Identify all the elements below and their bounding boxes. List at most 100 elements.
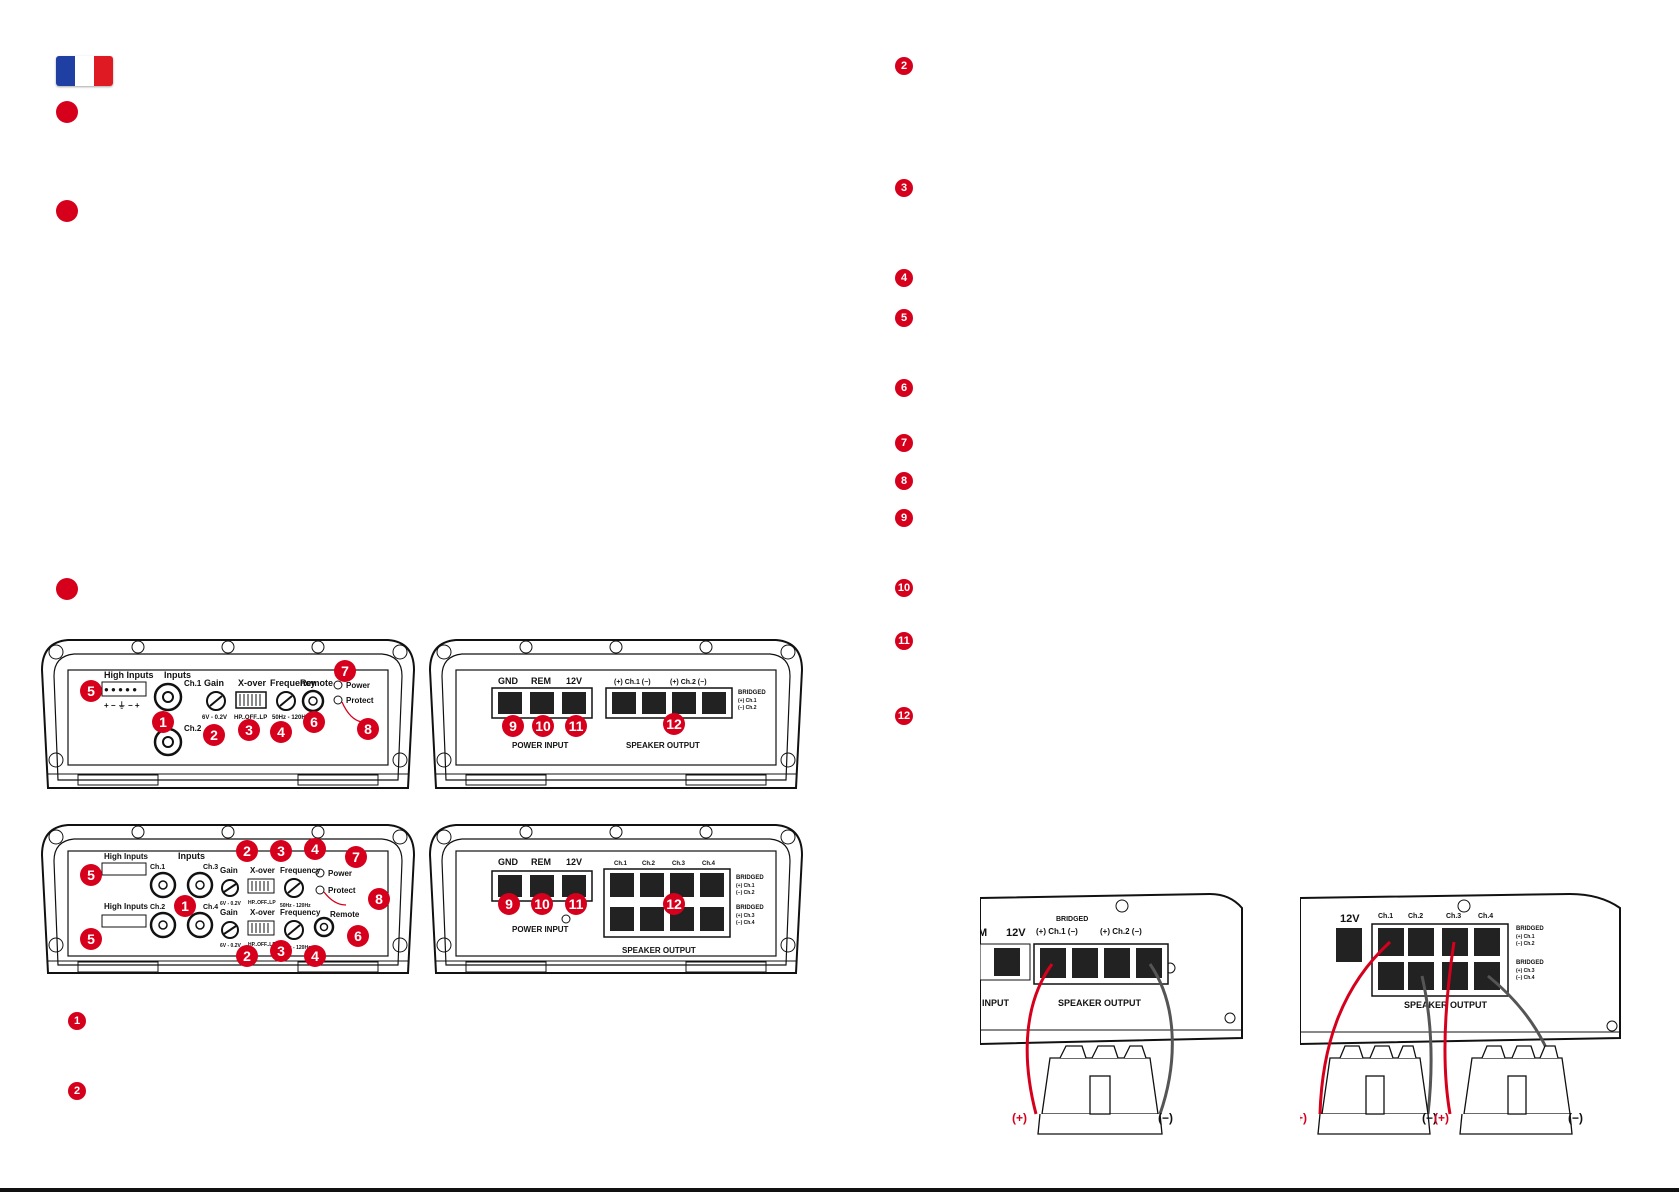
callout-4: 4 xyxy=(304,945,326,967)
svg-text:(−) Ch.4: (−) Ch.4 xyxy=(736,920,755,926)
svg-text:(−): (−) xyxy=(1158,1111,1173,1125)
callout-12: 12 xyxy=(663,893,685,915)
svg-text:GND: GND xyxy=(498,857,519,867)
amp2-ch1-label: Ch.1 xyxy=(184,679,202,688)
callout-6: 6 xyxy=(303,711,325,733)
callout-7: 7 xyxy=(345,846,367,868)
callout-12: 12 xyxy=(663,713,685,735)
callout-2: 2 xyxy=(203,724,225,746)
amp2p-ch2-label: (+) Ch.2 (−) xyxy=(670,679,707,686)
wiring-diagram-2ch-bridged: M 12V INPUT BRIDGED (+) Ch.1 (−) (+) Ch.… xyxy=(980,892,1243,1135)
svg-text:Power: Power xyxy=(328,869,352,878)
svg-text:(+) Ch.2 (−): (+) Ch.2 (−) xyxy=(1100,927,1142,936)
wiring-diagram-4ch-bridged: 12V Ch.1 Ch.2 Ch.3 Ch.4 BRIDGED (+) Ch.1… xyxy=(1300,892,1621,1135)
amp2p-12v-label: 12V xyxy=(566,676,582,686)
amp2p-rem-label: REM xyxy=(531,676,551,686)
svg-text:BRIDGED: BRIDGED xyxy=(1516,926,1544,932)
section-bullet-3 xyxy=(56,578,78,600)
callout-4: 4 xyxy=(304,838,326,860)
amp2-power-label: Power xyxy=(346,681,370,690)
callout-10: 10 xyxy=(531,893,553,915)
svg-text:Ch.3: Ch.3 xyxy=(203,864,218,871)
svg-text:High Inputs: High Inputs xyxy=(104,902,149,911)
svg-text:(+) Ch.3: (+) Ch.3 xyxy=(1516,968,1535,974)
svg-text:(+): (+) xyxy=(1300,1111,1307,1125)
amp2p-speaker-output-label: SPEAKER OUTPUT xyxy=(626,741,700,750)
svg-text:HP..OFF..LP: HP..OFF..LP xyxy=(248,900,276,906)
amp2-inputs-label: Inputs xyxy=(164,670,191,680)
right-num-10: 10 xyxy=(895,579,913,597)
svg-text:Ch.3: Ch.3 xyxy=(1446,913,1461,920)
bottom-num-1: 1 xyxy=(68,1012,86,1030)
svg-text:12V: 12V xyxy=(1340,913,1360,925)
svg-text:(−) Ch.2: (−) Ch.2 xyxy=(738,705,757,711)
amp2-xover-modes: HP..OFF..LP xyxy=(234,715,267,721)
svg-text:Ch.2: Ch.2 xyxy=(642,861,656,867)
amp2-protect-label: Protect xyxy=(346,696,374,705)
svg-text:Frequency: Frequency xyxy=(280,866,321,875)
bottom-num-2: 2 xyxy=(68,1082,86,1100)
amp2-xover-label: X-over xyxy=(238,678,267,688)
svg-text:(−) Ch.2: (−) Ch.2 xyxy=(1516,941,1535,947)
svg-text:(+) Ch.1: (+) Ch.1 xyxy=(738,698,757,704)
svg-text:Ch.4: Ch.4 xyxy=(702,861,716,867)
svg-text:Ch.1: Ch.1 xyxy=(1378,913,1393,920)
svg-text:(+) Ch.1 (−): (+) Ch.1 (−) xyxy=(1036,927,1078,936)
amp2-high-inputs-pins: + − ⏚ − + xyxy=(104,701,140,710)
svg-text:6V - 0.2V: 6V - 0.2V xyxy=(220,943,242,949)
svg-text:BRIDGED: BRIDGED xyxy=(1056,916,1088,923)
callout-1: 1 xyxy=(152,711,174,733)
right-num-11: 11 xyxy=(895,632,913,650)
svg-text:M: M xyxy=(980,927,987,939)
svg-text:High Inputs: High Inputs xyxy=(104,852,149,861)
amp-4ch-power-panel: GND REM 12V POWER INPUT Ch.1 Ch.2 Ch.3 C… xyxy=(428,824,804,974)
callout-2: 2 xyxy=(236,840,258,862)
svg-text:Ch.2: Ch.2 xyxy=(150,904,165,911)
right-num-5: 5 xyxy=(895,309,913,327)
right-num-9: 9 xyxy=(895,509,913,527)
svg-text:● ● ● ● ●: ● ● ● ● ● xyxy=(104,685,137,694)
svg-text:(−) Ch.2: (−) Ch.2 xyxy=(736,890,755,896)
amp-2ch-power-panel: GND REM 12V POWER INPUT (+) Ch.1 (−) (+)… xyxy=(428,639,804,789)
callout-5: 5 xyxy=(80,680,102,702)
svg-text:(+) Ch.1: (+) Ch.1 xyxy=(1516,934,1535,940)
svg-text:SPEAKER OUTPUT: SPEAKER OUTPUT xyxy=(622,946,696,955)
right-num-2: 2 xyxy=(895,57,913,75)
page-bottom-rule xyxy=(0,1188,1679,1192)
amp2p-gnd-label: GND xyxy=(498,676,519,686)
svg-text:Ch.4: Ch.4 xyxy=(1478,913,1493,920)
svg-text:(−): (−) xyxy=(1422,1111,1437,1125)
svg-text:HP..OFF..LP: HP..OFF..LP xyxy=(248,942,276,948)
callout-8: 8 xyxy=(357,718,379,740)
amp2-frequency-label: Frequency xyxy=(270,678,316,688)
svg-text:50Hz - 120Hz: 50Hz - 120Hz xyxy=(280,945,311,951)
callout-9: 9 xyxy=(498,893,520,915)
section-bullet-2 xyxy=(56,200,78,222)
amp2-gain-label: Gain xyxy=(204,678,224,688)
svg-text:BRIDGED: BRIDGED xyxy=(736,905,764,911)
svg-text:6V - 0.2V: 6V - 0.2V xyxy=(220,901,242,907)
svg-text:(−): (−) xyxy=(1568,1111,1583,1125)
svg-text:Gain: Gain xyxy=(220,866,238,875)
svg-text:INPUT: INPUT xyxy=(982,998,1010,1008)
amp2-ch2-label: Ch.2 xyxy=(184,724,202,733)
amp2-high-inputs-label: High Inputs xyxy=(104,670,154,680)
svg-text:(+) Ch.1: (+) Ch.1 xyxy=(736,883,755,889)
amp2-gain-range: 6V - 0.2V xyxy=(202,715,227,721)
callout-11: 11 xyxy=(565,893,587,915)
callout-5: 5 xyxy=(80,928,102,950)
svg-text:(−) Ch.4: (−) Ch.4 xyxy=(1516,975,1535,981)
svg-text:(+) Ch.3: (+) Ch.3 xyxy=(736,913,755,919)
amp2-remote-label: Remote xyxy=(300,678,333,688)
svg-text:Gain: Gain xyxy=(220,908,238,917)
svg-text:POWER INPUT: POWER INPUT xyxy=(512,925,569,934)
callout-10: 10 xyxy=(532,715,554,737)
svg-text:Remote: Remote xyxy=(330,910,360,919)
svg-text:SPEAKER OUTPUT: SPEAKER OUTPUT xyxy=(1058,998,1142,1008)
svg-text:(+): (+) xyxy=(1434,1111,1449,1125)
callout-6: 6 xyxy=(347,925,369,947)
right-num-12: 12 xyxy=(895,707,913,725)
callout-3: 3 xyxy=(270,940,292,962)
french-flag-icon xyxy=(56,56,113,86)
section-bullet-1 xyxy=(56,101,78,123)
